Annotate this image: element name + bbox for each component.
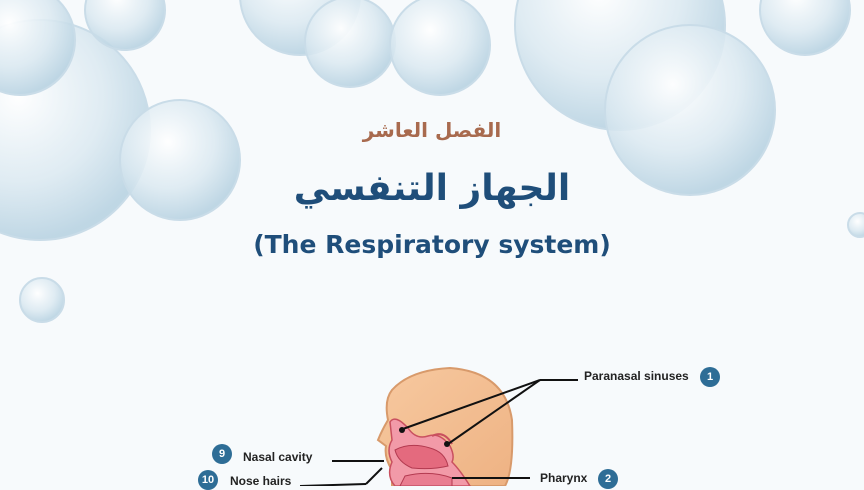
label-pharynx: Pharynx bbox=[540, 471, 588, 485]
label-markers bbox=[399, 427, 450, 447]
chapter-heading: الفصل العاشر bbox=[362, 118, 502, 142]
label-paranasal-sinuses: Paranasal sinuses bbox=[584, 369, 689, 383]
bubble-cluster bbox=[0, 0, 864, 323]
head-illustration bbox=[376, 366, 514, 486]
label-number-2: 2 bbox=[598, 469, 618, 489]
label-number-9: 9 bbox=[212, 444, 232, 464]
label-nasal-cavity: Nasal cavity bbox=[243, 450, 313, 464]
label-number-1: 1 bbox=[700, 367, 720, 387]
label-nose-hairs: Nose hairs bbox=[230, 474, 292, 488]
label-number-10: 10 bbox=[198, 470, 218, 490]
page-title-arabic: الجهاز التنفسي bbox=[293, 168, 571, 209]
page-title-english: (The Respiratory system) bbox=[253, 230, 611, 259]
leader-lines bbox=[299, 379, 578, 486]
